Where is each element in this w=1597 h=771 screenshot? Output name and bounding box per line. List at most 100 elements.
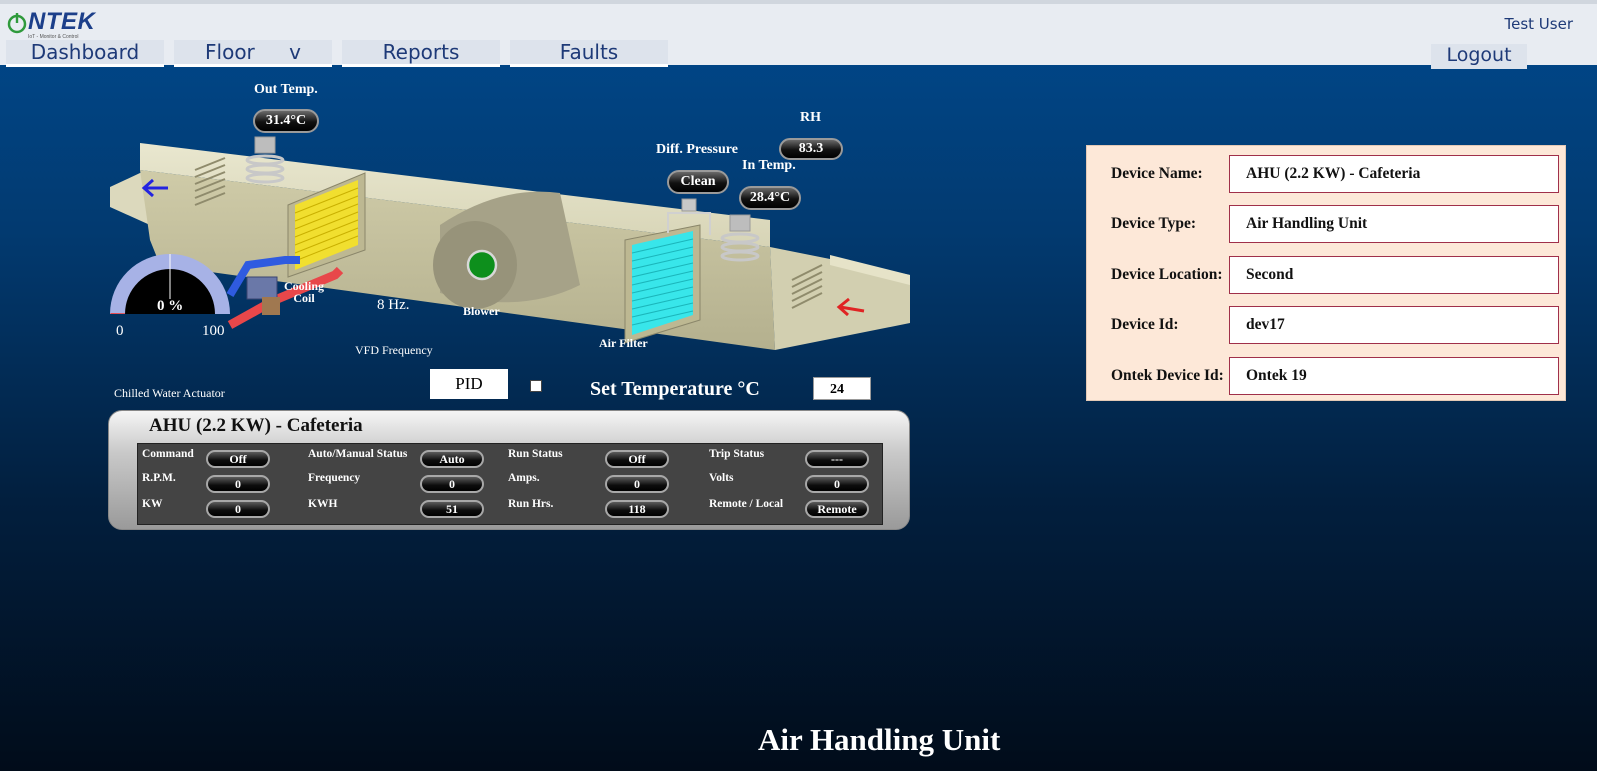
volts-value: 0 (805, 475, 869, 493)
page-heading: Air Handling Unit (758, 722, 1001, 757)
device-name-field[interactable]: AHU (2.2 KW) - Cafeteria (1229, 155, 1559, 193)
nav-dashboard[interactable]: Dashboard (6, 40, 164, 67)
device-type-row: Device Type: Air Handling Unit (1087, 205, 1567, 243)
in-temp-sensor-icon (720, 214, 760, 262)
set-temperature-input[interactable]: 24 (813, 377, 871, 400)
air-filter-panel (624, 224, 701, 344)
run-status-label: Run Status (508, 448, 563, 460)
in-temp-unit: °C (774, 190, 791, 205)
exhaust-arrow-icon (141, 178, 168, 198)
out-temp-unit: °C (290, 113, 307, 128)
status-panel-title: AHU (2.2 KW) - Cafeteria (149, 415, 363, 436)
device-name-label: Device Name: (1111, 165, 1203, 182)
device-location-field[interactable]: Second (1229, 256, 1559, 294)
rh-label: RH (800, 110, 821, 125)
right-louver (791, 264, 823, 309)
current-user-name: Test User (1504, 15, 1574, 33)
kwh-label: KWH (308, 498, 338, 510)
run-hours-label: Run Hrs. (508, 498, 554, 510)
command-value: Off (206, 450, 270, 468)
vfd-frequency-label: VFD Frequency (355, 343, 433, 357)
auto-manual-status-label: Auto/Manual Status (308, 448, 408, 460)
ontek-device-id-row: Ontek Device Id: Ontek 19 (1087, 357, 1567, 395)
nav-floor-dropdown[interactable]: Floor v (174, 40, 332, 67)
frequency-value: 0 (420, 475, 484, 493)
trip-status-label: Trip Status (709, 448, 765, 460)
device-type-field[interactable]: Air Handling Unit (1229, 205, 1559, 243)
run-status-value: Off (605, 450, 669, 468)
ontek-device-id-field[interactable]: Ontek 19 (1229, 357, 1559, 395)
device-location-label: Device Location: (1111, 266, 1223, 283)
cooling-coil-label: Cooling Coil (283, 279, 324, 305)
out-temp-readout: 31.4°C (253, 109, 319, 133)
nav-reports-label: Reports (382, 40, 460, 64)
blower-status-indicator-icon (466, 249, 498, 281)
nav-faults-label: Faults (559, 40, 619, 64)
rpm-label: R.P.M. (142, 472, 176, 484)
kw-label: KW (142, 498, 163, 510)
out-temp-label: Out Temp. (254, 82, 318, 97)
frequency-label: Frequency (308, 472, 361, 484)
in-temp-readout: 28.4°C (739, 186, 801, 210)
ahu-status-panel: AHU (2.2 KW) - Cafeteria Command Off Aut… (108, 410, 910, 530)
out-temp-value: 31.4 (265, 113, 291, 128)
gauge-value: 0 % (157, 298, 184, 314)
blower-label: Blower (463, 304, 500, 318)
actuator-valve-icon (246, 276, 278, 300)
command-label: Command (142, 448, 194, 460)
ontek-logo[interactable]: NTEK IoT - Monitor & Control (6, 8, 98, 40)
device-location-row: Device Location: Second (1087, 256, 1567, 294)
device-name-row: Device Name: AHU (2.2 KW) - Cafeteria (1087, 155, 1567, 193)
diff-pressure-label: Diff. Pressure (656, 142, 738, 157)
intake-arrow-icon (836, 297, 865, 317)
device-id-label: Device Id: (1111, 316, 1179, 333)
kwh-value: 51 (420, 500, 484, 518)
rpm-value: 0 (206, 475, 270, 493)
nav-reports[interactable]: Reports (342, 40, 500, 67)
diff-pressure-readout: Clean (667, 170, 729, 194)
brand-name: NTEK (28, 8, 96, 35)
status-grid: Command Off Auto/Manual Status Auto Run … (137, 443, 883, 525)
remote-local-value: Remote (805, 500, 869, 518)
nav-faults[interactable]: Faults (510, 40, 668, 67)
chevron-down-icon: v (289, 40, 301, 64)
chilled-water-pipes (226, 256, 344, 329)
pid-button[interactable]: PID (430, 369, 508, 399)
nav-floor-label: Floor (205, 40, 255, 64)
diff-pressure-sensor-icon (667, 198, 711, 235)
nav-dashboard-label: Dashboard (30, 40, 140, 64)
set-temperature-label: Set Temperature °C (590, 378, 760, 401)
valve-body-icon (262, 297, 280, 315)
ontek-device-id-label: Ontek Device Id: (1111, 367, 1224, 384)
top-navigation-bar: NTEK IoT - Monitor & Control Dashboard F… (0, 0, 1597, 69)
device-id-row: Device Id: dev17 (1087, 306, 1567, 344)
device-type-label: Device Type: (1111, 215, 1197, 232)
device-info-card: Device Name: AHU (2.2 KW) - Cafeteria De… (1086, 145, 1566, 401)
brand-tagline: IoT - Monitor & Control (28, 34, 79, 40)
rh-readout: 83.3 (779, 138, 843, 160)
kw-value: 0 (206, 500, 270, 518)
air-filter-label: Air Filter (599, 336, 648, 350)
cooling-coil-panel (287, 172, 366, 278)
device-id-field[interactable]: dev17 (1229, 306, 1559, 344)
chilled-water-actuator-label: Chilled Water Actuator (114, 386, 225, 400)
in-temp-label: In Temp. (742, 158, 796, 173)
gauge-min: 0 (116, 323, 124, 339)
intake-duct-top (830, 255, 910, 285)
run-hours-value: 118 (605, 500, 669, 518)
gauge-max: 100 (202, 323, 225, 339)
out-temp-sensor-icon (245, 136, 285, 184)
pid-checkbox[interactable] (530, 380, 542, 392)
ahu-diagram (110, 136, 910, 350)
casing-top (140, 143, 770, 247)
actuator-gauge (110, 254, 230, 314)
amps-value: 0 (605, 475, 669, 493)
in-temp-value: 28.4 (749, 190, 775, 205)
power-icon (7, 13, 27, 34)
set-temperature-label-text: Set Temperature °C (590, 378, 760, 400)
logout-button[interactable]: Logout (1431, 44, 1527, 69)
volts-label: Volts (709, 472, 734, 484)
trip-status-value: --- (805, 450, 869, 468)
amps-label: Amps. (508, 472, 540, 484)
auto-manual-status-value: Auto (420, 450, 484, 468)
